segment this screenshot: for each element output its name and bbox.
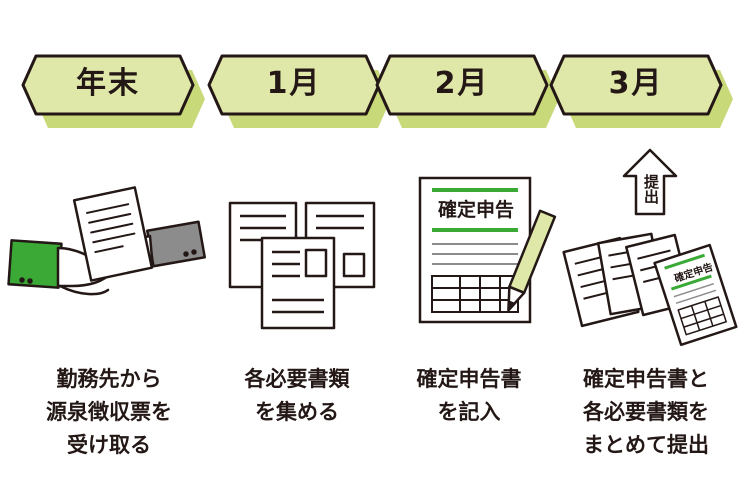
step-caption-january: 各必要書類 を集める [244,367,350,424]
submit-arrow [622,148,678,216]
banner-february [375,54,559,128]
handover-illustration [7,186,206,296]
bundle-illustration [562,232,738,347]
step-label-february: 2月 [434,66,490,101]
form-title: 確定申告 [437,199,514,221]
banner-january [207,54,391,128]
banner-year-end [21,54,205,128]
pencil [507,209,557,312]
documents-illustration [228,201,376,330]
step-label-year-end: 年末 [76,66,140,101]
step-label-january: 1月 [266,66,322,101]
step-caption-february: 確定申告書 を記入 [416,367,522,424]
banner-march [549,54,733,128]
left-sleeve [7,239,63,289]
step-caption-march: 確定申告書と 各必要書類を まとめて提出 [583,367,709,457]
step-label-march: 3月 [608,66,664,101]
tax-form-illustration [418,176,557,324]
submit-arrow-label: 提出 [642,174,660,204]
right-sleeve [146,220,206,268]
step-caption-year-end: 勤務先から 源泉徴収票を 受け取る [46,367,172,457]
